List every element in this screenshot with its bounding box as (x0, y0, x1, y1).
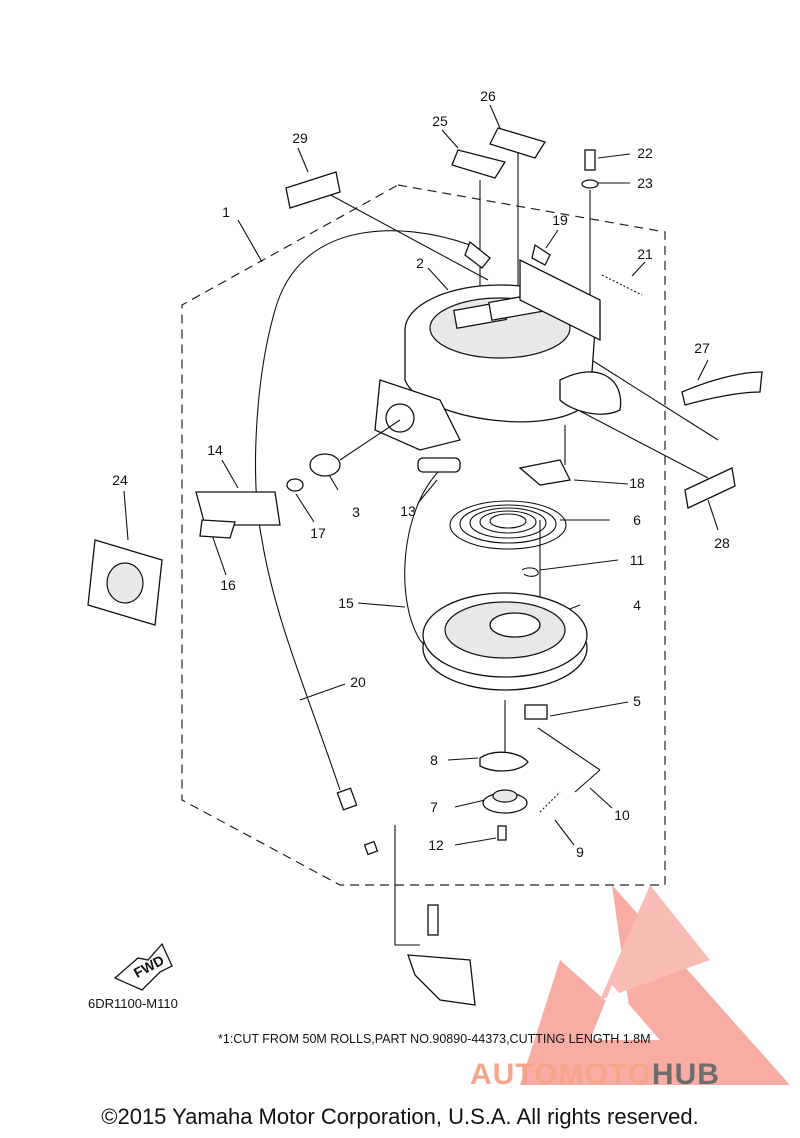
callout-29: 29 (292, 130, 308, 146)
sheave-drum (422, 592, 588, 691)
callout-7: 7 (430, 799, 438, 815)
callout-15: 15 (338, 595, 354, 611)
callout-6: 6 (633, 512, 641, 528)
starter-case (374, 258, 622, 451)
watermark-logo (520, 885, 790, 1085)
watermark-text-part1: AUTOMOTO (470, 1058, 652, 1091)
callout-12: 12 (428, 837, 444, 853)
small-parts (87, 127, 763, 1006)
callout-2: 2 (416, 255, 424, 271)
callout-18: 18 (629, 475, 645, 491)
copyright-text: ©2015 Yamaha Motor Corporation, U.S.A. A… (101, 1104, 699, 1129)
watermark-text: AUTOMOTOHUB (470, 1058, 720, 1092)
diagram-code: 6DR1100-M110 (88, 996, 178, 1011)
callout-9: 9 (576, 844, 584, 860)
callout-10: 10 (614, 807, 630, 823)
callout-19: 19 (552, 212, 568, 228)
watermark-text-part2: HUB (651, 1058, 720, 1091)
callout-20: 20 (350, 674, 366, 690)
callout-16: 16 (220, 577, 236, 593)
callout-23: 23 (637, 175, 653, 191)
cutting-note: *1:CUT FROM 50M ROLLS,PART NO.90890-4437… (218, 1032, 651, 1046)
callout-3: 3 (352, 504, 360, 520)
callout-4: 4 (633, 597, 641, 613)
choke-cable (255, 230, 471, 791)
callout-25: 25 (432, 113, 448, 129)
callout-26: 26 (480, 88, 496, 104)
callout-21: 21 (637, 246, 653, 262)
callout-13: 13 (400, 503, 416, 519)
callout-11: 11 (630, 552, 645, 568)
callout-5: 5 (633, 693, 641, 709)
assembly-boundary (181, 184, 666, 886)
callout-17: 17 (310, 525, 326, 541)
starter-handle (286, 419, 401, 492)
callout-27: 27 (694, 340, 710, 356)
callout-labels: 1 2 3 4 5 6 7 8 9 10 11 12 13 14 15 16 1… (112, 88, 730, 860)
callout-14: 14 (207, 442, 223, 458)
callout-24: 24 (112, 472, 128, 488)
callout-1: 1 (222, 204, 230, 220)
forward-arrow-icon: FWD (113, 942, 173, 991)
callout-22: 22 (637, 145, 653, 161)
callout-8: 8 (430, 752, 438, 768)
callout-28: 28 (714, 535, 730, 551)
spiral-spring (449, 500, 567, 550)
